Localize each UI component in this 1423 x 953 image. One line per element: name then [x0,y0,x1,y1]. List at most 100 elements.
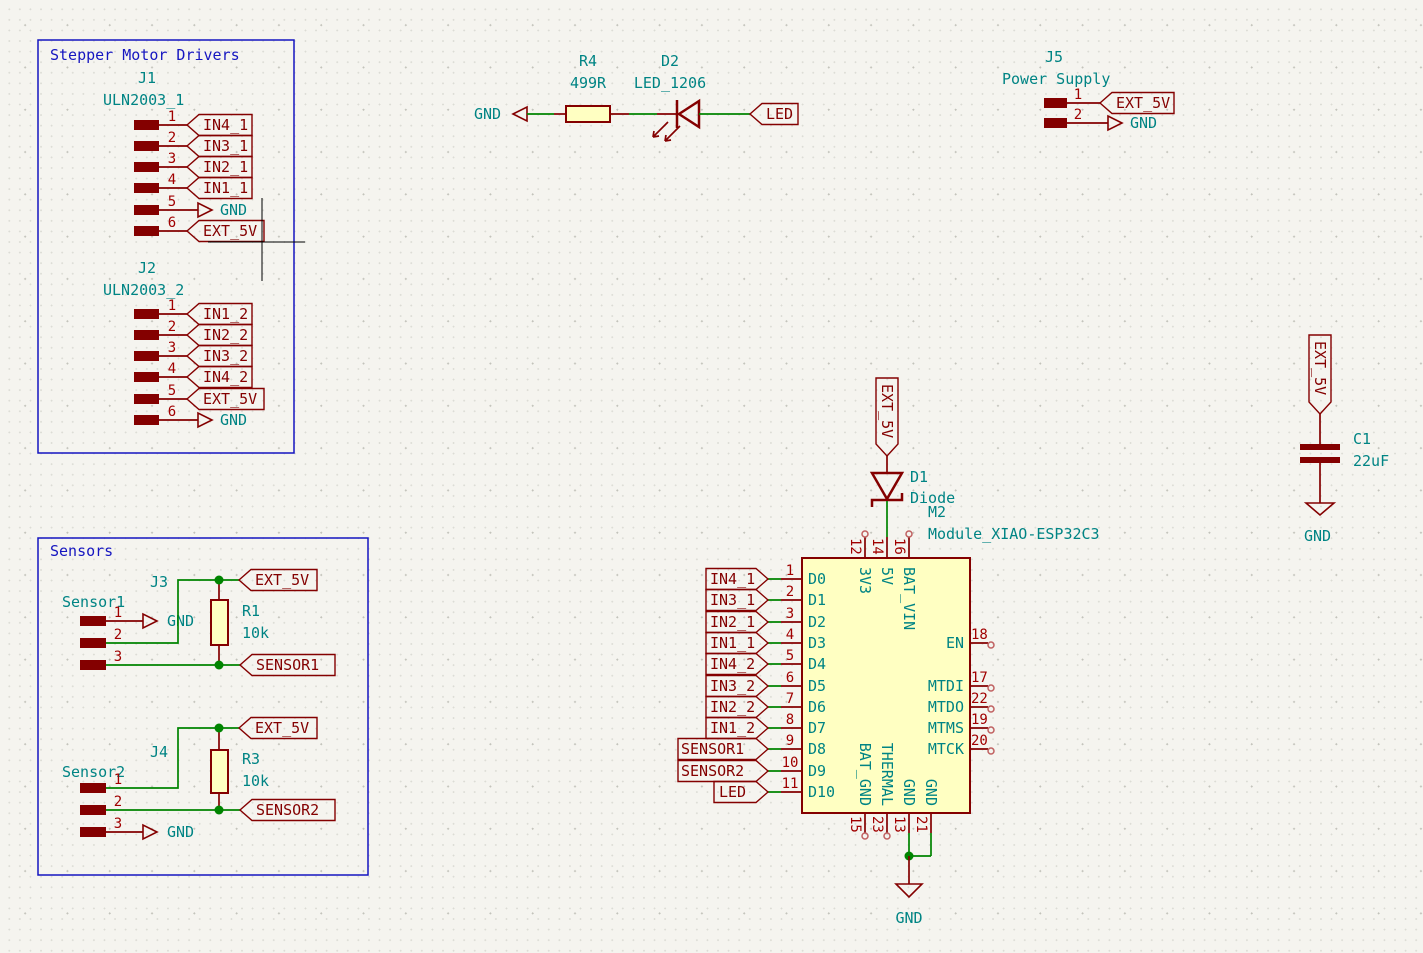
sensor1-signal-flag[interactable] [238,653,336,677]
j1-label-flag-1[interactable] [185,113,253,137]
d1-ext5v-flag[interactable] [875,377,899,458]
connector-j3[interactable]: J3 Sensor1 1 2 3 GND [62,573,194,670]
connector-j4[interactable]: J4 Sensor2 1 2 3 GND [62,743,194,841]
c1-ext5v-flag[interactable] [1308,334,1332,416]
m2-ref[interactable]: M2 [928,503,946,521]
j2-value[interactable]: ULN2003_2 [103,281,184,299]
r3-resistor-body[interactable] [210,749,229,794]
j3-value[interactable]: Sensor1 [62,593,125,611]
j3-pads[interactable] [80,616,106,670]
m2-label-in3_2[interactable]: IN3_2 [710,677,755,695]
r1-ref[interactable]: R1 [242,602,260,620]
m2-flag-in4_2[interactable] [705,652,770,676]
m2-left-wires[interactable] [768,578,781,793]
m2-label-in2_2[interactable]: IN2_2 [710,698,755,716]
wire-j4-pin1-to-ext5v[interactable] [106,727,239,789]
m2-label-sensor2[interactable]: SENSOR2 [681,762,744,780]
j3-gnd-text[interactable]: GND [167,612,194,630]
j2-label-1[interactable]: IN1_2 [203,305,248,323]
j2-gnd-text[interactable]: GND [220,411,247,429]
j1-label-2[interactable]: IN3_1 [203,137,248,155]
j3-gnd-power-arrow-icon[interactable] [142,612,159,630]
d2-value[interactable]: LED_1206 [634,74,706,92]
sensor2-circuit[interactable]: EXT_5V R3 10k SENSOR2 [106,716,336,822]
j2-ext5v-text[interactable]: EXT_5V [203,390,257,408]
sensors-note-box[interactable]: Sensors [37,537,369,876]
led-label-flag[interactable] [748,102,799,126]
diode-d1[interactable]: EXT_5V D1 Diode [869,377,955,537]
c1-bottom-plate[interactable] [1300,457,1340,463]
d2-led-symbol[interactable] [652,98,701,142]
m2-label-led[interactable]: LED [719,783,746,801]
j1-label-flag-3[interactable] [185,155,253,179]
r3-ref[interactable]: R3 [242,750,260,768]
wire-j3-pin2-to-ext5v[interactable] [106,579,239,644]
d1-ext5v-text[interactable]: EXT_5V [878,384,896,438]
connector-j5[interactable]: J5 Power Supply 1 2 EXT_5V GND [1002,48,1175,132]
j5-ext5v-text[interactable]: EXT_5V [1116,94,1170,112]
m2-body[interactable] [801,557,971,814]
j1-gnd-power-arrow-icon[interactable] [197,201,214,219]
c1-ext5v-text[interactable]: EXT_5V [1311,341,1329,395]
m2-gnd-wires[interactable] [908,833,932,857]
led-net-gnd-arrow-icon[interactable] [511,105,528,123]
m2-flag-led[interactable] [713,780,770,804]
m2-gnd-triangle-icon[interactable] [894,883,924,899]
j4-gnd-power-arrow-icon[interactable] [142,823,159,841]
j5-ref[interactable]: J5 [1045,48,1063,66]
j2-label-flag-1[interactable] [185,302,253,326]
j1-label-1[interactable]: IN4_1 [203,116,248,134]
j2-label-flag-4[interactable] [185,365,253,389]
r1-resistor-body[interactable] [210,599,229,646]
sensor2-signal-text[interactable]: SENSOR2 [256,801,319,819]
r4-ref[interactable]: R4 [579,52,597,70]
c1-ref[interactable]: C1 [1353,430,1371,448]
m2-flag-in4_1[interactable] [705,567,770,591]
j2-label-3[interactable]: IN3_2 [203,347,248,365]
sensor2-ext5v-text[interactable]: EXT_5V [255,719,309,737]
capacitor-c1[interactable]: EXT_5V C1 22uF GND [1300,334,1389,545]
j1-label-flag-2[interactable] [185,134,253,158]
m2-flag-sensor1[interactable] [677,737,770,761]
j2-pads[interactable] [134,309,159,425]
j1-value[interactable]: ULN2003_1 [103,91,184,109]
m2-flag-in3_2[interactable] [705,674,770,698]
m2-flag-in1_1[interactable] [705,631,770,655]
j2-gnd-power-arrow-icon[interactable] [197,411,214,429]
j1-label-flag-4[interactable] [185,176,253,200]
j4-pads[interactable] [80,783,106,837]
m2-gnd-text[interactable]: GND [895,909,922,927]
r1-value[interactable]: 10k [242,624,269,642]
j4-ref[interactable]: J4 [150,743,168,761]
j1-ext5v-text[interactable]: EXT_5V [203,222,257,240]
c1-gnd-triangle-icon[interactable] [1303,502,1337,517]
sensors-box-border[interactable] [37,537,369,876]
j1-ref[interactable]: J1 [138,69,156,87]
d1-ref[interactable]: D1 [910,468,928,486]
m2-label-in4_2[interactable]: IN4_2 [710,655,755,673]
sensor2-ext5v-flag[interactable] [237,716,318,740]
stepper-box-border[interactable] [37,39,295,454]
j2-global-labels[interactable]: IN1_2 IN2_2 IN3_2 IN4_2 EXT_5V GND [185,302,265,430]
j1-global-labels[interactable]: IN4_1 IN3_1 IN2_1 IN1_1 GND EXT_5V [185,113,265,243]
j1-ext5v-flag[interactable] [185,219,265,243]
j5-value[interactable]: Power Supply [1002,70,1110,88]
stepper-drivers-note-box[interactable]: Stepper Motor Drivers [37,39,295,454]
j2-label-4[interactable]: IN4_2 [203,368,248,386]
sensor2-signal-flag[interactable] [238,798,336,822]
m2-label-in3_1[interactable]: IN3_1 [710,591,755,609]
m2-flag-in2_2[interactable] [705,695,770,719]
m2-label-in1_1[interactable]: IN1_1 [710,634,755,652]
j5-pads[interactable] [1044,98,1067,128]
j1-label-3[interactable]: IN2_1 [203,158,248,176]
j2-label-2[interactable]: IN2_2 [203,326,248,344]
m2-label-in4_1[interactable]: IN4_1 [710,570,755,588]
j2-label-flag-2[interactable] [185,323,253,347]
m2-value[interactable]: Module_XIAO-ESP32C3 [928,525,1100,543]
connector-j2[interactable]: J2 ULN2003_2 1 2 3 4 5 6 [103,259,198,425]
connector-j1[interactable]: J1 ULN2003_1 1 2 3 4 5 6 [103,69,198,236]
sensor1-ext5v-flag[interactable] [237,568,318,592]
m2-flag-in2_1[interactable] [705,610,770,634]
m2-label-in1_2[interactable]: IN1_2 [710,719,755,737]
sensor1-circuit[interactable]: EXT_5V R1 10k SENSOR1 [106,568,336,677]
